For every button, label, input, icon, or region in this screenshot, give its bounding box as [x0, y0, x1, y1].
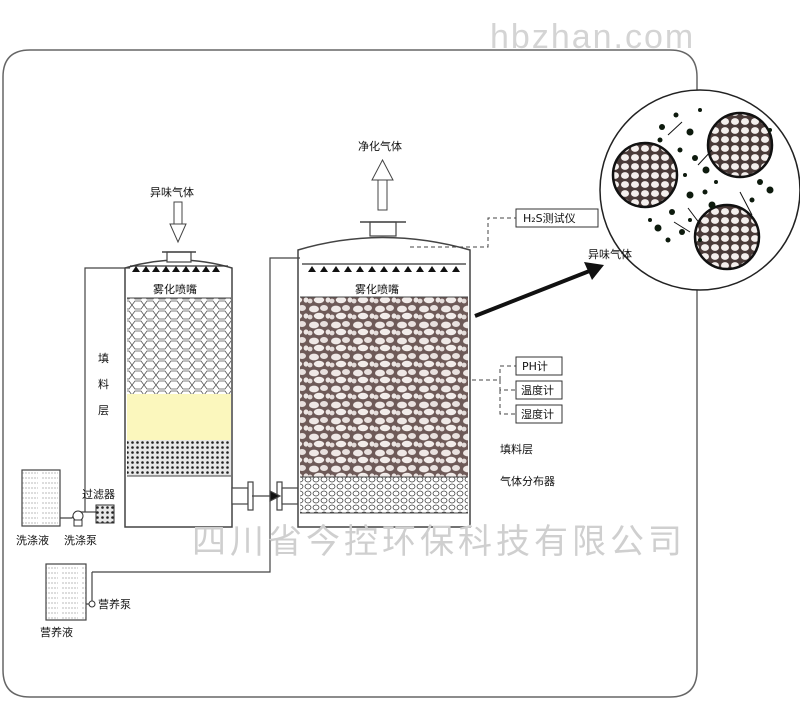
- nutrient-pump-icon: [86, 572, 96, 608]
- gas-distributor-label: 气体分布器: [500, 474, 555, 488]
- wash-liquid-tank: [21, 469, 61, 527]
- media-sphere-2: [706, 111, 774, 179]
- packing-layer-label: 填料层: [500, 442, 533, 456]
- microbe-arrows: [667, 121, 753, 233]
- yellow-packing: [127, 394, 231, 440]
- temp-meter-box: [515, 380, 563, 400]
- recirc-pipe-right: [92, 257, 300, 573]
- watermark-company: 四川省今控环保科技有限公司: [192, 522, 686, 562]
- packing-char-2: 料: [98, 377, 109, 391]
- outer-frame: [2, 49, 698, 698]
- temp-meter-label: 温度计: [521, 383, 554, 397]
- media-sphere-1: [611, 141, 679, 209]
- nutrient-pump-label: 营养泵: [98, 597, 131, 611]
- grid-packing: [127, 440, 231, 476]
- zoom-arrow-head: [584, 262, 604, 280]
- gas-distributor-bed: [300, 477, 468, 513]
- ph-meter-box: [515, 356, 563, 376]
- purified-gas-label: 净化气体: [358, 139, 402, 153]
- nutrient-liquid-label: 营养液: [40, 625, 73, 639]
- packing-char-3: 层: [98, 404, 109, 417]
- connecting-duct: [231, 481, 299, 511]
- biotrickling-tower: [297, 221, 471, 528]
- outlet-arrow-icon: [371, 158, 394, 211]
- filter-label: 过滤器: [82, 488, 115, 501]
- inlet-arrow-icon: [169, 201, 187, 244]
- nozzle-label-1: 雾化喷嘴: [153, 282, 197, 296]
- instrument-leader: [472, 365, 516, 415]
- scrubber-tower: [124, 251, 233, 528]
- microbe-dots: [648, 108, 774, 243]
- wash-pump-label: 洗涤泵: [64, 533, 97, 547]
- wash-pump-icon: [60, 510, 84, 527]
- filter-icon: [84, 504, 115, 524]
- recirc-pipe-left: [84, 267, 130, 512]
- nozzles-left: [132, 266, 220, 272]
- h2s-leader: [410, 217, 516, 248]
- h2s-tester-box: [515, 208, 599, 228]
- hex-packing: [127, 298, 231, 394]
- h2s-tester-label: H₂S测试仪: [523, 212, 576, 225]
- odor-gas-in-label: 异味气体: [150, 185, 194, 199]
- ph-meter-label: PH计: [522, 360, 548, 373]
- nutrient-liquid-tank: [45, 563, 87, 621]
- wash-liquid-label: 洗涤液: [16, 533, 49, 547]
- nozzles-right: [308, 266, 460, 272]
- media-sphere-3: [693, 203, 761, 271]
- zoom-arrow: [474, 268, 593, 318]
- rock-packing: [300, 297, 468, 477]
- humidity-meter-label: 湿度计: [521, 407, 554, 421]
- odor-gas-zoom-label: 异味气体: [588, 247, 632, 261]
- humidity-meter-box: [515, 404, 563, 424]
- packing-char-1: 填: [98, 351, 109, 365]
- nozzle-label-2: 雾化喷嘴: [355, 282, 399, 296]
